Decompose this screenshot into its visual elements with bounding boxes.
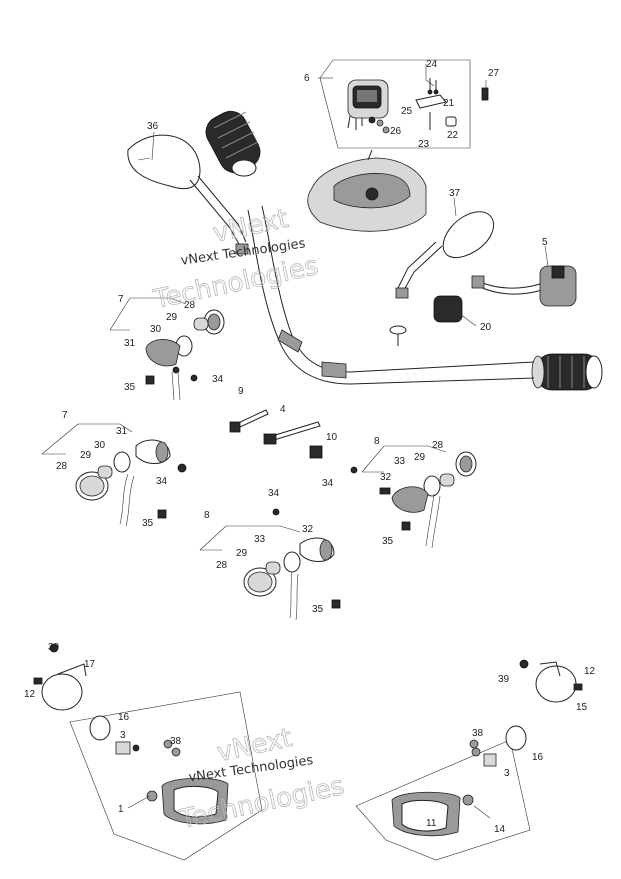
bolt-27 (481, 87, 489, 101)
handlebar-cover (307, 149, 427, 232)
callout-24: 24 (426, 59, 438, 70)
callout-11: 11 (426, 818, 437, 829)
callout-35-middle: 35 (142, 518, 154, 529)
headlight-left-assembly (33, 643, 263, 861)
turn-signal-middle-left (75, 439, 187, 527)
mirror-left (127, 134, 249, 255)
callout-28-middle: 28 (56, 461, 68, 472)
callouts: 6 24 27 21 25 22 26 23 36 37 5 20 7 28 2… (24, 59, 596, 835)
right-switch (471, 265, 577, 307)
headlight-right-assembly (355, 659, 583, 861)
callout-33-bottom: 33 (254, 534, 266, 545)
callout-1: 1 (118, 804, 124, 815)
watermark-lower: vNext vNext Technologies Technologies (176, 723, 347, 836)
callout-38-left: 38 (170, 736, 182, 747)
callout-34-middle: 34 (156, 476, 168, 487)
callout-34-right: 34 (322, 478, 334, 489)
cable-tie-4 (263, 421, 321, 445)
callout-8-middle: 8 (374, 436, 380, 447)
callout-38-right: 38 (472, 728, 484, 739)
watermark-upper: vNext vNext Technologies Technologies (150, 203, 321, 315)
meter-frame (319, 59, 471, 149)
callout-14: 14 (494, 824, 506, 835)
meter-group (318, 59, 489, 149)
callout-37: 37 (449, 188, 461, 199)
callout-7-upper: 7 (118, 294, 124, 305)
leader-lines (41, 64, 549, 819)
callout-35-right: 35 (382, 536, 394, 547)
callout-7-middle: 7 (62, 410, 68, 421)
speedometer (347, 79, 389, 130)
callout-39-left: 39 (48, 642, 60, 653)
callout-15: 15 (576, 702, 588, 713)
callout-9: 9 (238, 386, 244, 397)
callout-27: 27 (488, 68, 500, 79)
callout-31-upper: 31 (124, 338, 136, 349)
callout-20: 20 (480, 322, 492, 333)
cable-tie-9 (229, 409, 269, 433)
handlebar (247, 205, 535, 385)
callout-32-bottom: 32 (302, 524, 314, 535)
turn-signal-upper-left (145, 309, 225, 401)
callout-4: 4 (280, 404, 286, 415)
callout-28-right: 28 (432, 440, 444, 451)
turn-signal-bottom-center (243, 508, 341, 621)
callout-26: 26 (390, 126, 402, 137)
callout-12-right: 12 (584, 666, 596, 677)
callout-29-middle: 29 (80, 450, 92, 461)
callout-39-right: 39 (498, 674, 510, 685)
callout-16-right: 16 (532, 752, 544, 763)
nut-22 (445, 116, 457, 127)
grip-right (531, 353, 603, 391)
clip-10 (309, 445, 323, 459)
callout-35-bottom: 35 (312, 604, 324, 615)
callout-30-middle: 30 (94, 440, 106, 451)
callout-34-bottom: 34 (268, 488, 280, 499)
callout-10: 10 (326, 432, 338, 443)
headlight-left-frame (69, 691, 263, 861)
callout-28-bottom: 28 (216, 560, 228, 571)
callout-32-right: 32 (380, 472, 392, 483)
callout-3-right: 3 (504, 768, 510, 779)
callout-35-upper: 35 (124, 382, 136, 393)
callout-5: 5 (542, 237, 548, 248)
callout-34-upper: 34 (212, 374, 224, 385)
callout-21: 21 (443, 98, 455, 109)
headlight-right-frame (355, 739, 531, 861)
turn-signal-middle-right (350, 451, 477, 549)
callout-22: 22 (447, 130, 459, 141)
callout-31-middle: 31 (116, 426, 128, 437)
meter-bracket (415, 94, 447, 109)
callout-17: 17 (84, 659, 96, 670)
grip-left (205, 110, 261, 177)
callout-33-right: 33 (394, 456, 406, 467)
callout-28-upper: 28 (184, 300, 196, 311)
mirror-right (395, 211, 494, 299)
callout-36: 36 (147, 121, 159, 132)
callout-23: 23 (418, 139, 430, 150)
callout-8-bottom: 8 (204, 510, 210, 521)
left-switch (433, 295, 463, 323)
callout-30-upper: 30 (150, 324, 162, 335)
callout-6: 6 (304, 73, 310, 84)
callout-29-bottom: 29 (236, 548, 248, 559)
callout-25: 25 (401, 106, 413, 117)
callout-29-right: 29 (414, 452, 426, 463)
callout-16-left: 16 (118, 712, 130, 723)
callout-12-left: 12 (24, 689, 36, 700)
callout-29-upper: 29 (166, 312, 178, 323)
callout-3-left: 3 (120, 730, 126, 741)
